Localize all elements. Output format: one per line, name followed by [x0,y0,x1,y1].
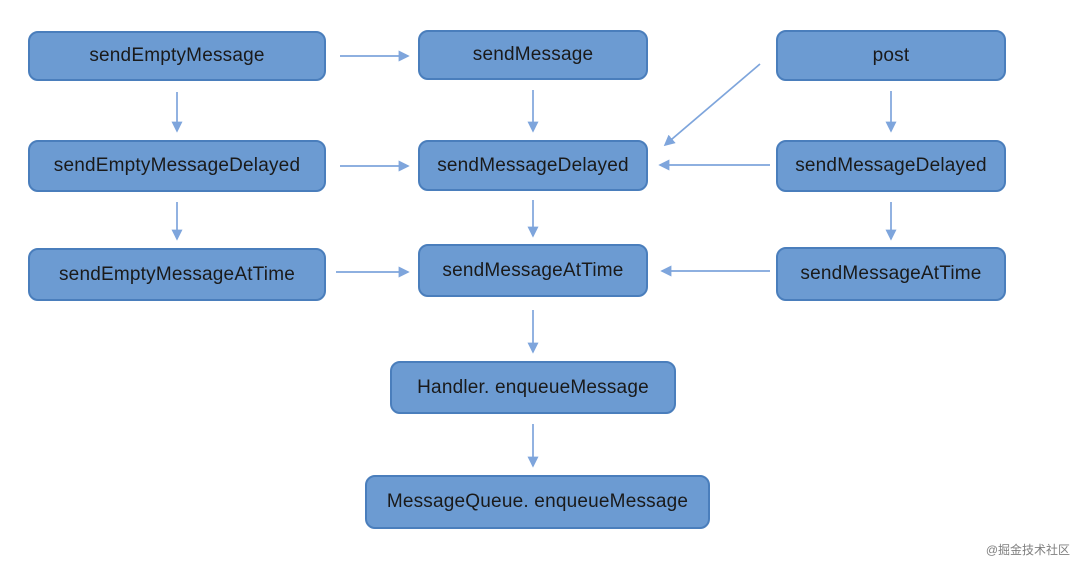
node-sendMessageAtTime-center: sendMessageAtTime [418,244,648,297]
node-sendMessageAtTime-right: sendMessageAtTime [776,247,1006,301]
node-sendEmptyMessage: sendEmptyMessage [28,31,326,81]
node-post: post [776,30,1006,81]
edges-group [171,50,897,468]
watermark: @掘金技术社区 [985,543,1070,557]
node-sendEmptyMessageAtTime: sendEmptyMessageAtTime [28,248,326,301]
node-handler-enqueueMessage: Handler. enqueueMessage [390,361,676,414]
node-sendMessageDelayed-right: sendMessageDelayed [776,140,1006,192]
node-sendMessageDelayed-center: sendMessageDelayed [418,140,648,191]
node-sendEmptyMessageDelayed: sendEmptyMessageDelayed [28,140,326,192]
node-messagequeue-enqueueMessage: MessageQueue. enqueueMessage [365,475,710,529]
edge-post-to-sendMessageDelayed-center [663,63,761,147]
node-sendMessage: sendMessage [418,30,648,80]
